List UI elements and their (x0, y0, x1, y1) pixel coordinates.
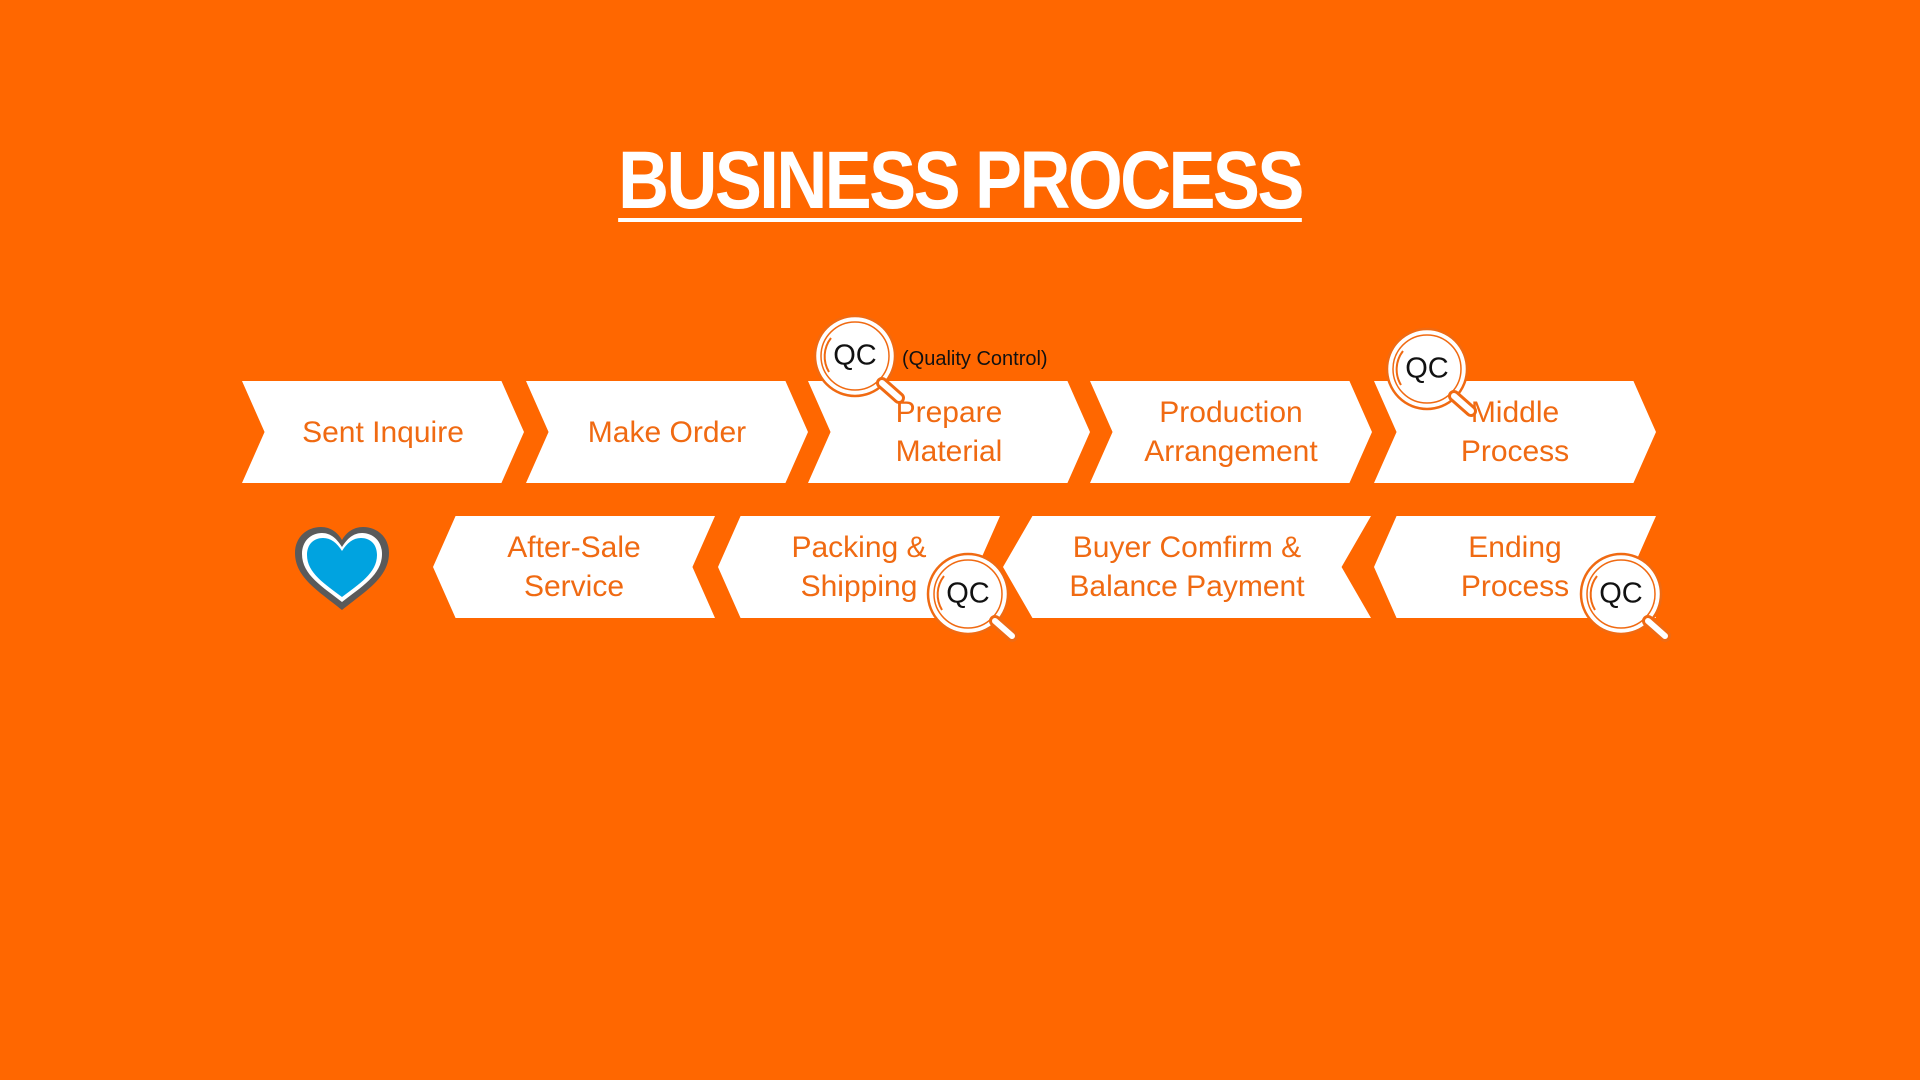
heart-icon (290, 522, 394, 616)
qc-label: QC (833, 339, 877, 372)
step-label: Sent Inquire (302, 415, 464, 449)
step-label: Middle Process (1460, 396, 1570, 468)
qc-label: QC (946, 577, 990, 610)
page-title: BUSINESS PROCESS (618, 135, 1304, 226)
qc-badge-ending-process: QC (1579, 552, 1683, 658)
magnifier-qc-icon (1579, 552, 1671, 642)
qc-badge-middle-process: QC (1385, 327, 1489, 433)
step-buyer-confirm-balance-payment: Buyer Comfirm & Balance Payment (1003, 516, 1371, 618)
step-label: Ending Process (1460, 531, 1570, 603)
qc-label: QC (1405, 352, 1449, 385)
magnifier-qc-icon (1385, 327, 1477, 417)
qc-note: (Quality Control) (902, 348, 1048, 370)
step-middle-process: Middle Process (1374, 381, 1656, 483)
step-label: Make Order (587, 415, 747, 449)
qc-label: QC (1599, 577, 1643, 610)
step-label: Buyer Comfirm & Balance Payment (1069, 531, 1305, 603)
step-production-arrangement: Production Arrangement (1090, 381, 1372, 483)
step-prepare-material: Prepare Material (808, 381, 1090, 483)
step-label: After-Sale Service (507, 531, 641, 603)
step-make-order: Make Order (526, 381, 808, 483)
step-label: Production Arrangement (1144, 396, 1318, 468)
step-label: Prepare Material (895, 396, 1003, 468)
step-sent-inquire: Sent Inquire (242, 381, 524, 483)
step-after-sale-service: After-Sale Service (433, 516, 715, 618)
magnifier-qc-icon (813, 314, 905, 404)
qc-badge-prepare-material: QC (813, 314, 917, 420)
qc-badge-packing-shipping: QC (926, 552, 1030, 658)
step-label: Packing & Shipping (791, 531, 927, 603)
magnifier-qc-icon (926, 552, 1018, 642)
